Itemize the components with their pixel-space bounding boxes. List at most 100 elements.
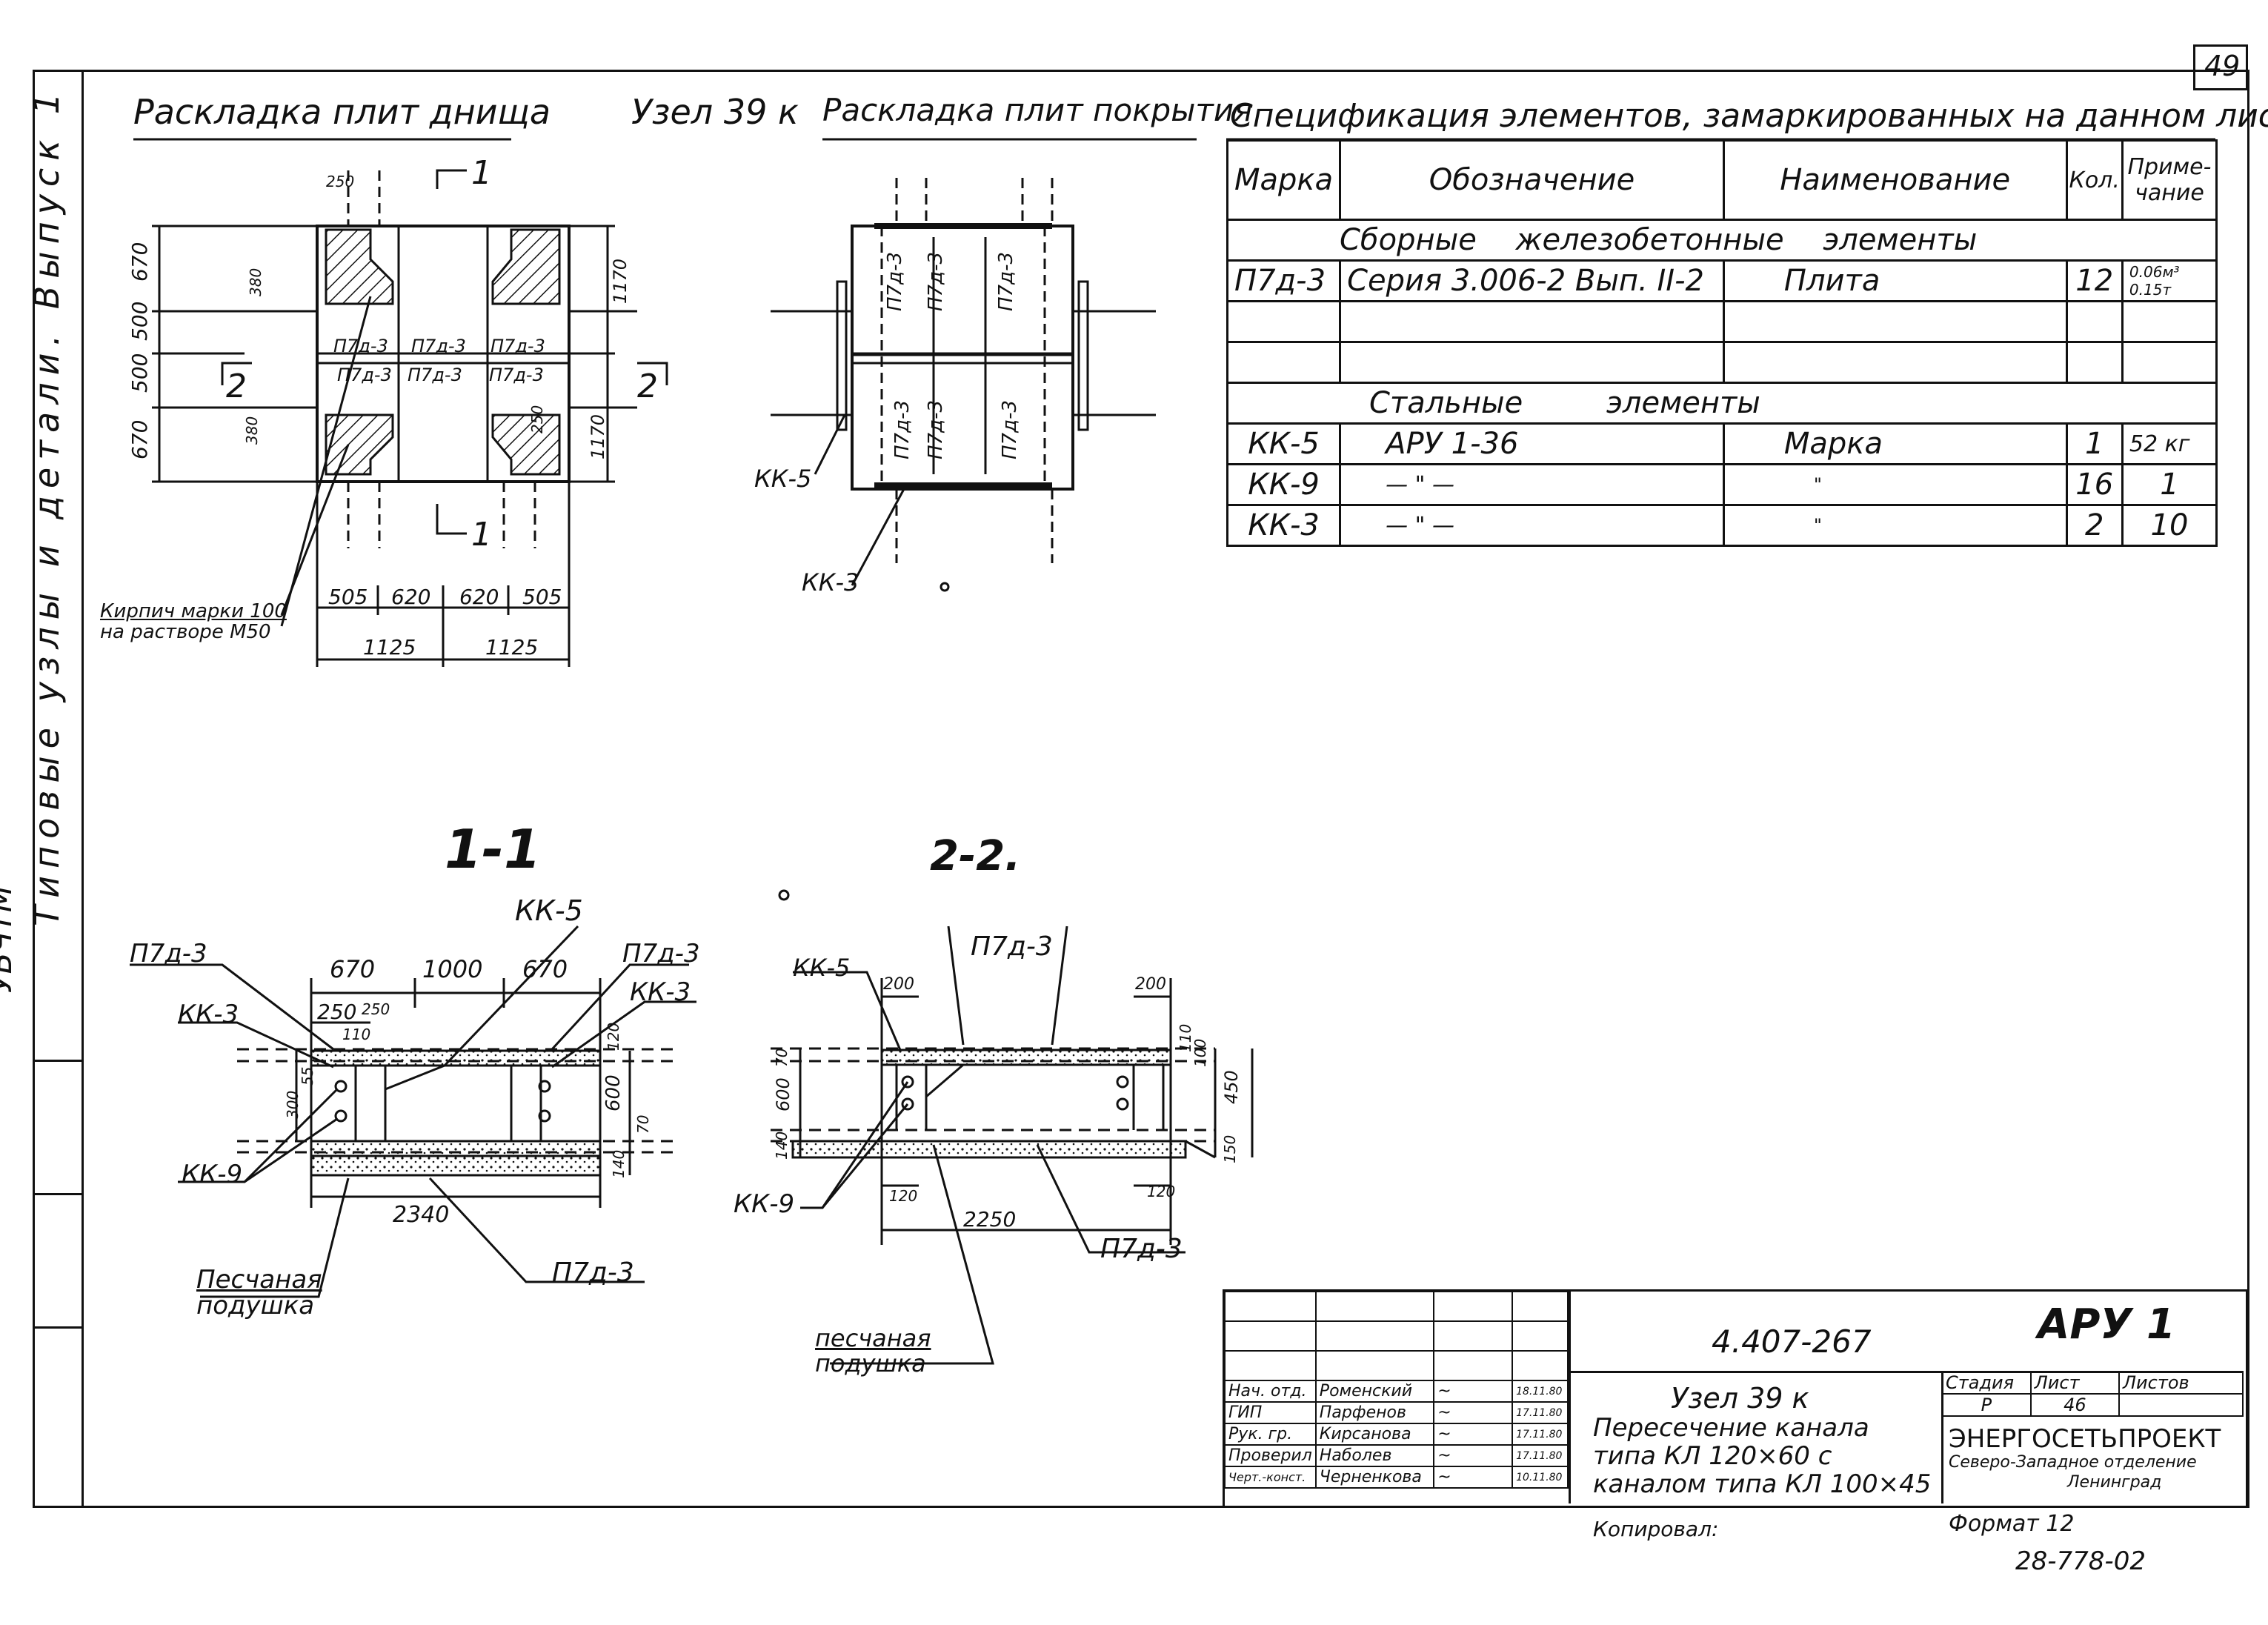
drawing-title-line: каналом типа КЛ 100×45 xyxy=(1593,1469,1932,1499)
slab-label: П7д-3 xyxy=(411,336,466,356)
org-branch: Северо-Западное отделение xyxy=(1949,1453,2197,1472)
slab-label: П7д-3 xyxy=(925,252,947,311)
spec-cell-mark: КК-5 xyxy=(1226,422,1342,465)
sand-label: подушка xyxy=(196,1291,315,1320)
title-block-divider xyxy=(1569,1291,1571,1503)
sheet-value: 46 xyxy=(2029,1393,2121,1417)
kk9-label: КК-9 xyxy=(734,1189,795,1219)
side-strip-divider xyxy=(33,1193,82,1195)
dim-text: 2250 xyxy=(963,1207,1017,1232)
dim-text: 505 xyxy=(522,585,562,609)
kk3-label: КК-3 xyxy=(802,568,859,597)
sand-label: Песчаная xyxy=(196,1265,322,1295)
spec-header-qty: Кол. xyxy=(2065,139,2124,221)
slab-label: П7д-3 xyxy=(995,252,1017,311)
spec-header-name: Наименование xyxy=(1722,139,2068,221)
dim-text: 70 xyxy=(634,1114,652,1134)
brick-note: на растворе М50 xyxy=(100,621,271,643)
signer-row: Рук. гр. Кирсанова ~ 17.11.80 xyxy=(1224,1423,1569,1446)
spec-cell-mark: П7д-3 xyxy=(1226,259,1342,302)
signer-role: Проверил xyxy=(1224,1444,1317,1467)
signature: ~ xyxy=(1433,1466,1514,1489)
dim-text: 2340 xyxy=(393,1202,450,1228)
title-block xyxy=(1223,1289,2248,1508)
spec-group-steel: Стальные элементы xyxy=(1226,382,2218,425)
dim-text: 1125 xyxy=(363,635,416,659)
kk3-label: КК-3 xyxy=(630,977,691,1007)
signer-row: Проверил Наболев ~ 17.11.80 xyxy=(1224,1444,1569,1467)
signature-table: Нач. отд. Роменский ~ 18.11.80 ГИП Парфе… xyxy=(1224,1291,1569,1489)
spec-cell-designation: Серия 3.006-2 Вып. II-2 xyxy=(1339,259,1725,302)
signer-row: Нач. отд. Роменский ~ 18.11.80 xyxy=(1224,1380,1569,1403)
signer-row: Черт.-конст. Черненкова ~ 10.11.80 xyxy=(1224,1466,1569,1489)
sand-label: подушка xyxy=(815,1349,926,1378)
signer-date: 10.11.80 xyxy=(1512,1466,1569,1489)
spec-group-row: Сборные железобетонные элементы xyxy=(1226,219,2218,262)
dim-text: 670 xyxy=(127,419,152,459)
sheet-code: АРУ 1 xyxy=(2038,1300,2176,1349)
stage-label: Стадия xyxy=(1941,1371,2032,1395)
signature: ~ xyxy=(1433,1401,1514,1424)
dim-text: 620 xyxy=(459,585,499,609)
section-2-title: 2-2. xyxy=(930,832,1021,880)
slab-label: П7д-3 xyxy=(622,939,700,968)
slab-label: П7д-3 xyxy=(408,365,462,385)
doc-code: 4.407-267 xyxy=(1712,1323,1872,1360)
dim-text: 120 xyxy=(1147,1183,1176,1200)
dim-text: 300 xyxy=(284,1090,302,1119)
dim-text: 250 xyxy=(362,1000,390,1018)
spec-row: П7д-3 Серия 3.006-2 Вып. II-2 Плита 12 0… xyxy=(1226,259,2218,302)
drawing-title-line: типа КЛ 120×60 с xyxy=(1593,1441,1832,1471)
cut-mark-1: 1 xyxy=(471,154,492,192)
dim-text: 600 xyxy=(773,1077,794,1111)
cut-mark-2: 2 xyxy=(637,368,658,405)
drawing-title-line: Узел 39 к xyxy=(1671,1382,1809,1415)
kk9-label: КК-9 xyxy=(182,1160,243,1189)
bottom-layout-plan xyxy=(152,169,668,667)
dim-text: 380 xyxy=(243,416,261,445)
spec-cell-mark: КК-3 xyxy=(1226,504,1342,547)
cut-mark-1: 1 xyxy=(471,516,492,554)
brick-note: Кирпич марки 100 xyxy=(100,600,287,622)
dim-text: 110 xyxy=(342,1026,371,1043)
slab-label: П7д-3 xyxy=(489,365,544,385)
section-1-title: 1-1 xyxy=(445,818,542,880)
slab-label: П7д-3 xyxy=(925,400,947,459)
slab-label: П7д-3 xyxy=(1100,1234,1183,1264)
signer-name: Парфенов xyxy=(1314,1401,1435,1424)
kk5-label: КК-5 xyxy=(515,894,583,927)
drawing-frame xyxy=(82,70,2249,1508)
signature: ~ xyxy=(1433,1380,1514,1403)
spec-table: Марка Обозначение Наименование Кол. Прим… xyxy=(1226,139,2218,547)
signature: ~ xyxy=(1433,1444,1514,1467)
spec-group-row: Стальные элементы xyxy=(1226,382,2218,425)
dim-text: 250 xyxy=(317,1000,357,1024)
dim-text: 670 xyxy=(330,955,376,983)
dim-text: 250 xyxy=(528,405,546,433)
drawing-title-line: Пересечение канала xyxy=(1593,1413,1869,1443)
slab-label: П7д-3 xyxy=(884,252,906,311)
slab-label: П7д-3 xyxy=(333,336,388,356)
top-layout-title: Раскладка плит покрытия xyxy=(822,92,1253,128)
dim-text: 120 xyxy=(889,1187,918,1205)
signer-date: 17.11.80 xyxy=(1512,1444,1569,1467)
dim-text: 250 xyxy=(326,173,355,190)
dim-text: 70 xyxy=(773,1048,791,1067)
dim-text: 1000 xyxy=(422,955,483,983)
dim-text: 100 xyxy=(1191,1038,1209,1067)
signer-date: 17.11.80 xyxy=(1512,1401,1569,1424)
dim-text: 1125 xyxy=(485,635,539,659)
spec-cell-designation: — " — xyxy=(1339,504,1725,547)
stage-table: Стадия Лист Листов Р 46 xyxy=(1941,1371,2244,1417)
spec-cell-designation: АРУ 1-36 xyxy=(1339,422,1725,465)
spec-header-designation: Обозначение xyxy=(1339,139,1725,221)
archive-stamp: 28-778-02 xyxy=(2015,1546,2146,1576)
spec-header-note: Приме-чание xyxy=(2121,139,2218,221)
kk5-label: КК-5 xyxy=(754,465,812,493)
spec-group-concrete: Сборные железобетонные элементы xyxy=(1226,219,2218,262)
signer-role: Нач. отд. xyxy=(1224,1380,1317,1403)
spec-cell-mark: КК-9 xyxy=(1226,463,1342,506)
sheet-label: Лист xyxy=(2029,1371,2121,1395)
spec-row-empty xyxy=(1226,341,2218,384)
